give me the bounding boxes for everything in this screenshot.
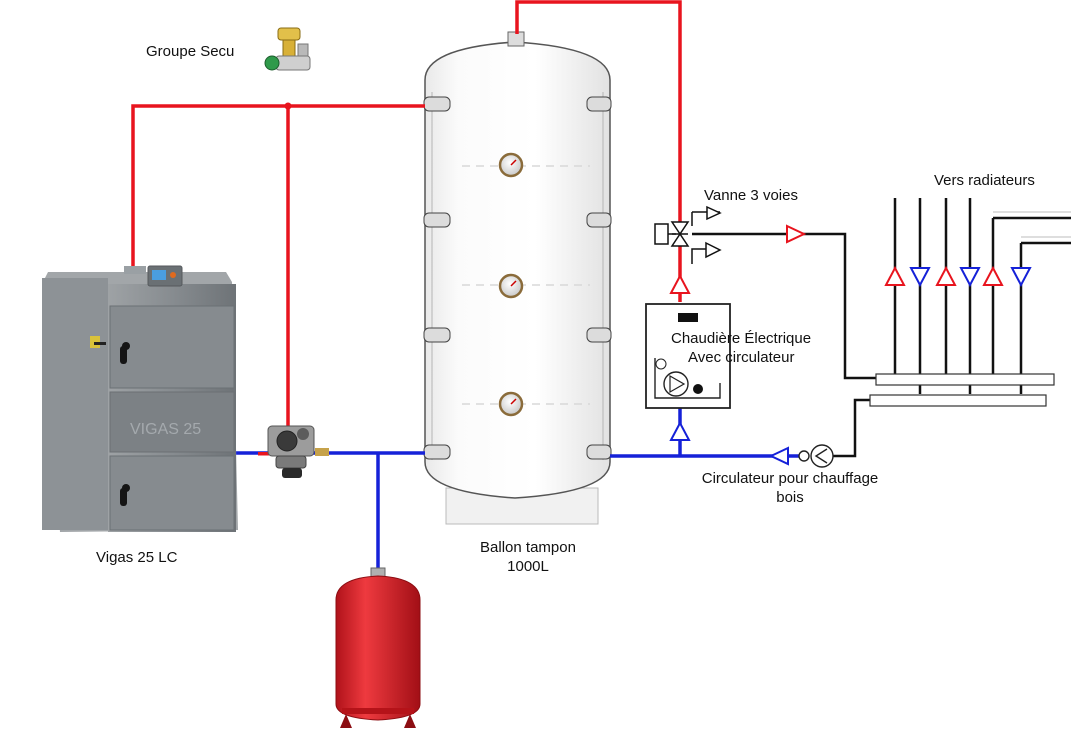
label-ballon-line2: 1000L xyxy=(507,558,549,575)
return-valve-group xyxy=(258,425,329,478)
label-groupe-secu: Groupe Secu xyxy=(146,43,235,60)
boiler-plate-text: VIGAS 25 xyxy=(130,421,201,438)
label-circulateur-line2: bois xyxy=(776,489,804,506)
tank-fittings xyxy=(423,96,612,460)
pressure-gauge-icon xyxy=(498,152,524,178)
flow-arrow-icon xyxy=(669,224,1032,466)
pressure-gauge-icon xyxy=(498,273,524,299)
label-ballon-line1: Ballon tampon xyxy=(480,539,576,556)
hot-pipes xyxy=(131,0,682,428)
pump-icon xyxy=(798,444,834,468)
safety-group-icon xyxy=(264,27,311,71)
label-vers-radiateurs: Vers radiateurs xyxy=(934,172,1035,189)
door-handle xyxy=(120,342,130,506)
buffer-tank xyxy=(423,31,612,525)
label-boiler-name: Vigas 25 LC xyxy=(96,549,178,566)
three-way-valve-icon xyxy=(654,205,722,264)
expansion-vessel-icon xyxy=(335,567,421,728)
pressure-gauge-icon xyxy=(498,391,524,417)
electric-boiler xyxy=(645,303,731,409)
pump-icon xyxy=(663,371,689,397)
wood-boiler: VIGAS 25 xyxy=(42,265,238,532)
tank-top-pipe xyxy=(515,0,682,222)
label-circulateur-line1: Circulateur pour chauffage xyxy=(701,470,879,487)
label-chaudiere-line1: Chaudière Électrique xyxy=(671,330,812,347)
radiator-manifold xyxy=(869,373,1055,407)
label-vanne-3-voies: Vanne 3 voies xyxy=(704,187,798,204)
boiler-flow-pipe xyxy=(131,104,425,272)
label-chaudiere-line2: Avec circulateur xyxy=(688,349,795,366)
radiator-circuit-lines xyxy=(692,198,1071,458)
